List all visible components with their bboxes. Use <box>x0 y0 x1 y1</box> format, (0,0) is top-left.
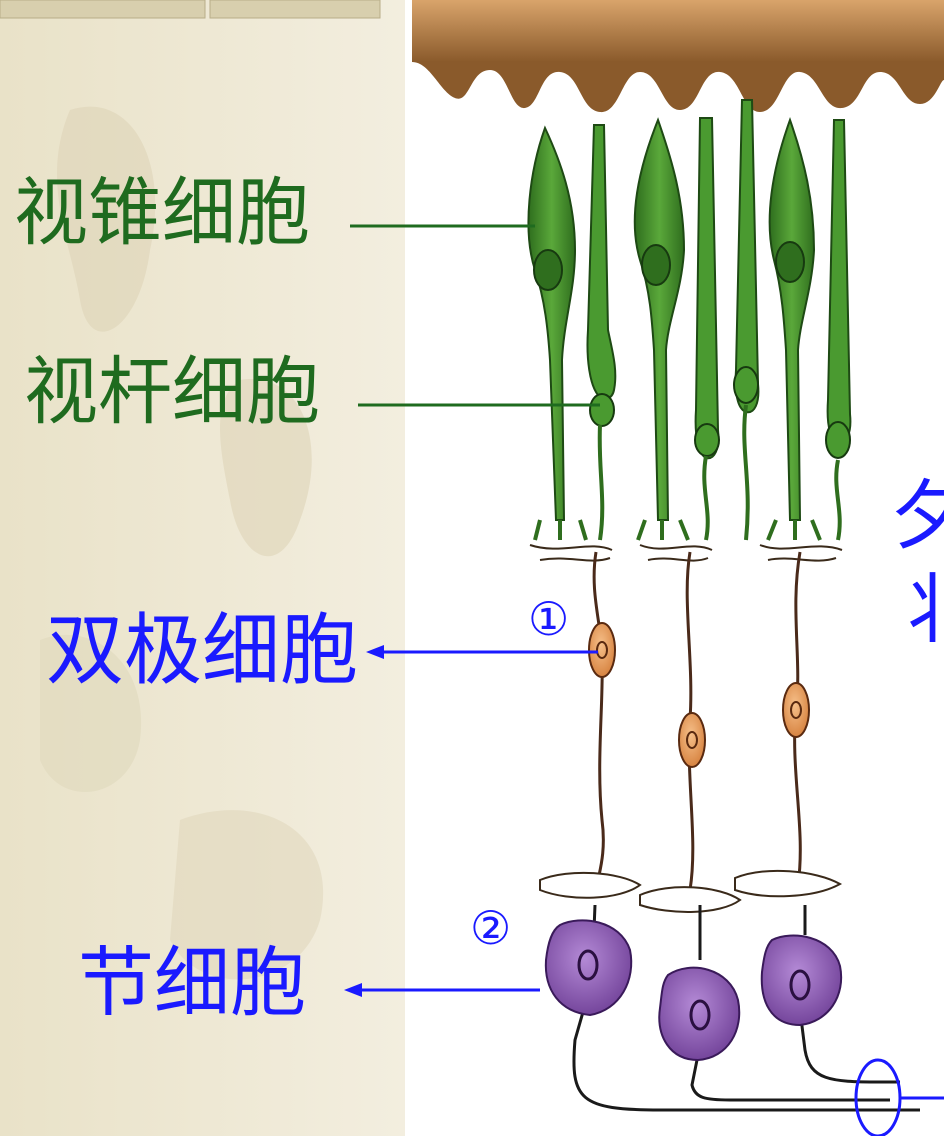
ganglion-axons <box>574 905 920 1110</box>
cut-off-text-top: 夕 <box>890 478 944 554</box>
marker-2: ② <box>470 905 511 951</box>
cone-cell-label: 视锥细胞 <box>14 176 310 250</box>
bipolar-cell-1 <box>589 623 615 677</box>
outer-synapse-tufts <box>530 545 842 561</box>
cone-cell-2 <box>635 120 688 540</box>
rod-cell-3 <box>734 100 758 540</box>
cone-cell-1 <box>528 128 586 540</box>
cone-cell-3 <box>768 120 820 540</box>
rod-cell-2 <box>695 118 719 540</box>
ganglion-cell-label: 节细胞 <box>78 945 306 1021</box>
pigment-layer <box>412 0 944 112</box>
rod-cell-4 <box>826 120 850 540</box>
cut-off-text-bottom: 丬 <box>892 572 944 648</box>
bipolar-cell-label: 双极细胞 <box>46 612 358 690</box>
optic-nerve-ring <box>856 1060 900 1136</box>
ganglion-cell-1 <box>546 920 631 1015</box>
inner-synapse-tufts <box>540 871 840 912</box>
rod-cell-1 <box>587 125 615 540</box>
bipolar-cell-2 <box>679 713 705 767</box>
ganglion-cell-2 <box>659 968 739 1060</box>
top-left-tab-2 <box>210 0 380 18</box>
ganglion-cell-3 <box>762 936 841 1025</box>
top-left-tab <box>0 0 205 18</box>
rod-cell-label: 视杆细胞 <box>24 355 320 429</box>
bipolar-cell-3 <box>783 683 809 737</box>
marker-1: ① <box>528 596 569 642</box>
